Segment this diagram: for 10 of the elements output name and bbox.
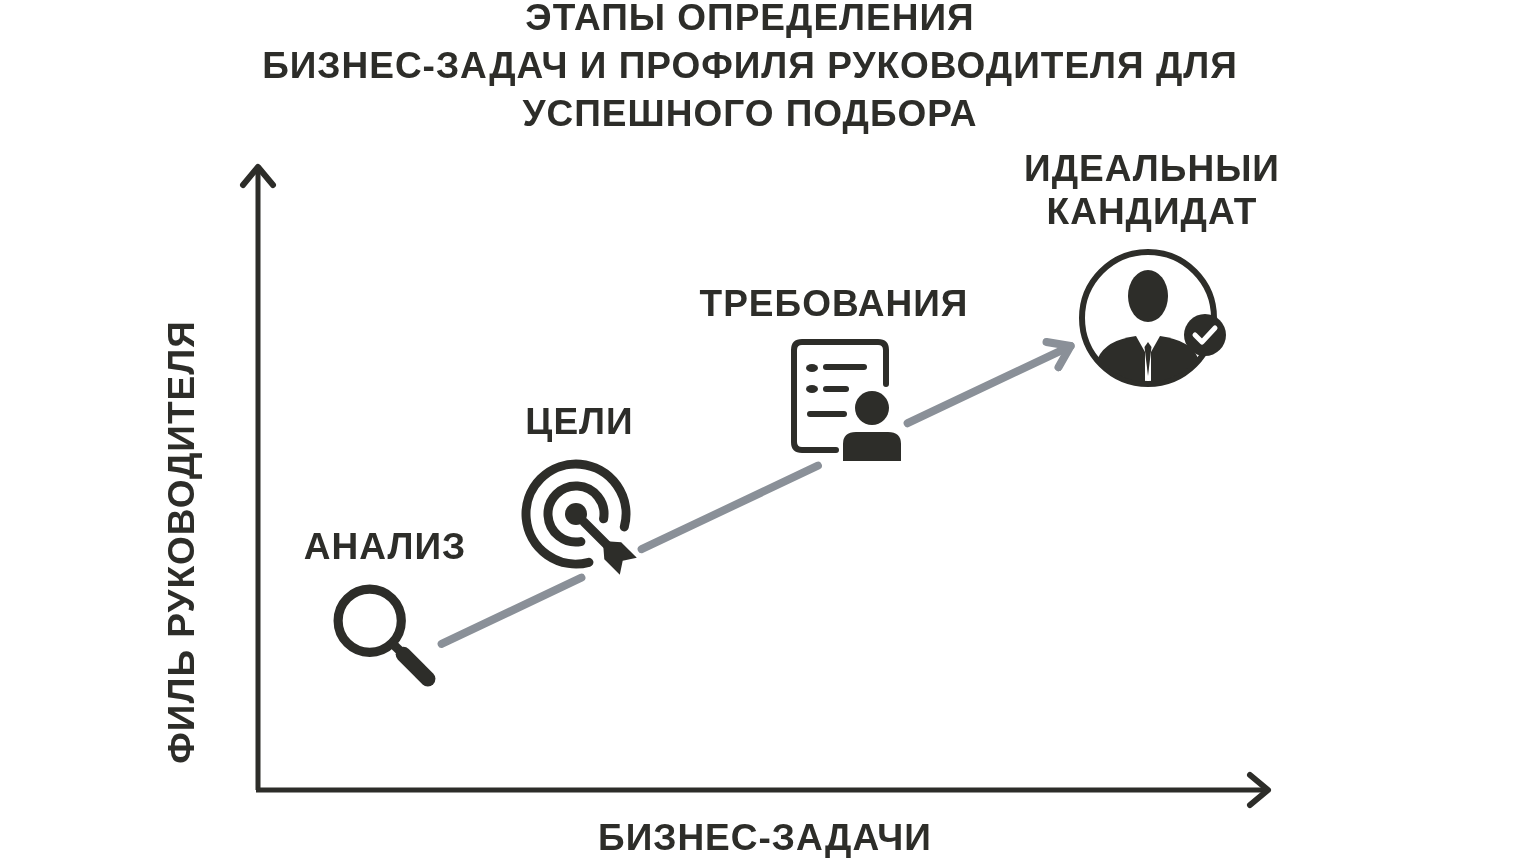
step-label: АНАЛИЗ bbox=[303, 525, 467, 568]
axis-label: ФИЛЬ РУКОВОДИТЕЛЯ bbox=[160, 320, 203, 764]
step-label: ЦЕЛИ bbox=[525, 400, 634, 443]
step-label: ИДЕАЛЬНЫИ КАНДИДАТ bbox=[1023, 147, 1281, 233]
connector-line bbox=[437, 573, 586, 648]
title: ЭТАПЫ ОПРЕДЕЛЕНИЯ БИЗНЕС-ЗАДАЧ И ПРОФИЛЯ РУКОВОДИТЕЛЯ ДЛЯ УСПЕШНОГО ПОДБОРА bbox=[261, 0, 1239, 136]
axis-label: БИЗНЕС-ЗАДАЧИ bbox=[598, 816, 932, 860]
connector-line bbox=[637, 461, 822, 554]
step-label: ТРЕБОВАНИЯ bbox=[699, 282, 969, 325]
arrow bbox=[903, 337, 1075, 428]
